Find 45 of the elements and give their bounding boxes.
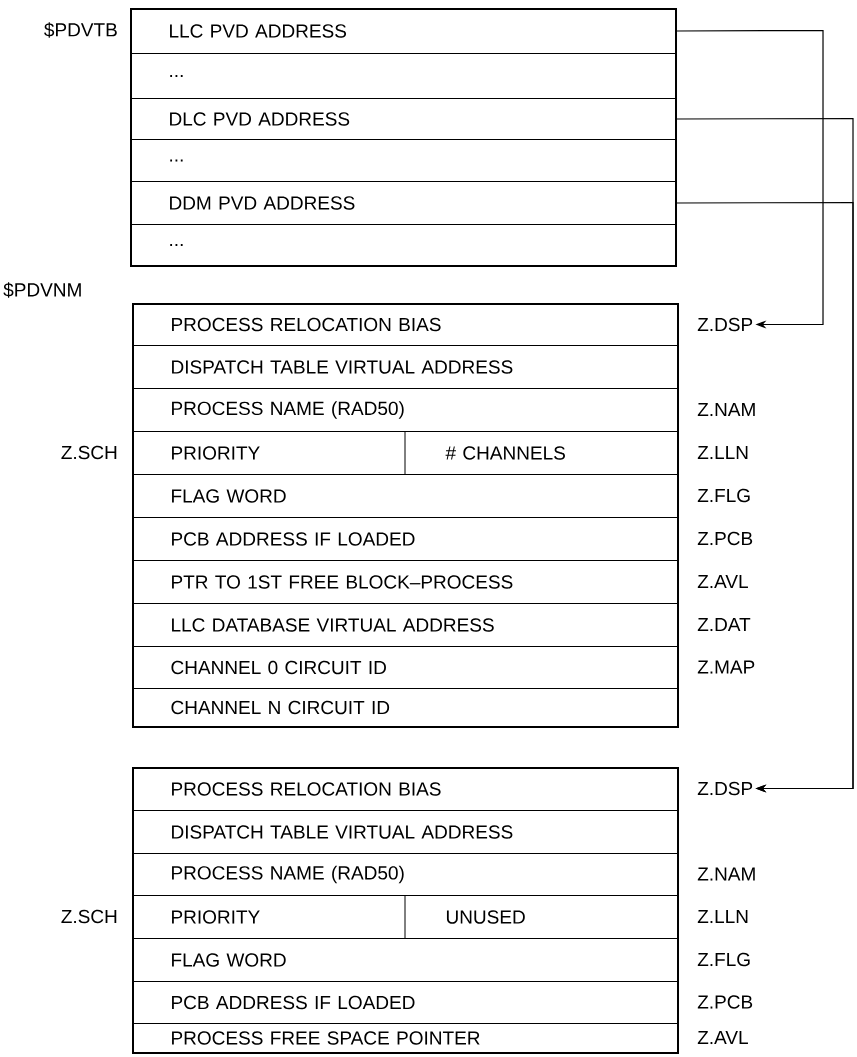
table-frame [132, 767, 679, 1054]
table-row: PTR TO 1ST FREE BLOCK–PROCESS [132, 560, 678, 604]
table-row: PRIORITY # CHANNELS [132, 430, 678, 475]
field-label: Z.MAP [697, 660, 755, 674]
table-row: DISPATCH TABLE VIRTUAL ADDRESS [132, 345, 678, 389]
field-label: Z.DSP [697, 317, 753, 332]
field-label: Z.AVL [697, 1031, 748, 1045]
table-row: PROCESS RELOCATION BIAS [132, 303, 678, 346]
field-label: Z.FLG [697, 952, 750, 967]
field-label: Z.PCB [697, 531, 753, 546]
table-row: DDM PVD ADDRESS [130, 181, 676, 225]
field-label: Z.FLG [697, 488, 750, 503]
table-row: PROCESS RELOCATION BIAS [132, 767, 678, 811]
table-label: Z.SCH [61, 445, 117, 460]
field-label: Z.PCB [697, 995, 753, 1009]
field-label: Z.DAT [697, 618, 751, 632]
table-row: ... [130, 224, 676, 266]
table-row: DISPATCH TABLE VIRTUAL ADDRESS [132, 810, 678, 854]
arrow [675, 29, 824, 329]
table-row: LLC PVD ADDRESS [130, 8, 676, 54]
field-label: Z.LLN [697, 446, 748, 460]
table-row: ... [130, 53, 676, 99]
field-label: Z.NAM [697, 867, 755, 881]
table-row: FLAG WORD [132, 938, 678, 982]
table-frame [132, 303, 679, 728]
table-label: Z.SCH [61, 909, 117, 924]
table-row: ... [130, 139, 676, 182]
table-row: PROCESS NAME (RAD50) [132, 853, 678, 896]
field-label: Z.NAM [697, 403, 755, 417]
table-row: PCB ADDRESS IF LOADED [132, 517, 678, 561]
field-label: Z.DSP [697, 781, 753, 796]
table-frame [130, 8, 677, 267]
field-label: Z.LLN [697, 910, 748, 924]
table-row: CHANNEL N CIRCUIT ID [132, 688, 678, 727]
table-row: CHANNEL 0 CIRCUIT ID [132, 646, 678, 689]
table-row: PCB ADDRESS IF LOADED [132, 981, 678, 1024]
field-label: Z.AVL [697, 575, 748, 589]
table-row: PROCESS NAME (RAD50) [132, 388, 678, 432]
table-row: LLC DATABASE VIRTUAL ADDRESS [132, 603, 678, 647]
table-row: DLC PVD ADDRESS [130, 98, 676, 140]
table-row: PROCESS FREE SPACE POINTER [132, 1023, 678, 1053]
table-label: $PDVTB [44, 22, 117, 38]
table-row: FLAG WORD [132, 474, 678, 518]
table-label: $PDVNM [3, 282, 81, 298]
table-row: PRIORITY UNUSED [132, 894, 678, 939]
